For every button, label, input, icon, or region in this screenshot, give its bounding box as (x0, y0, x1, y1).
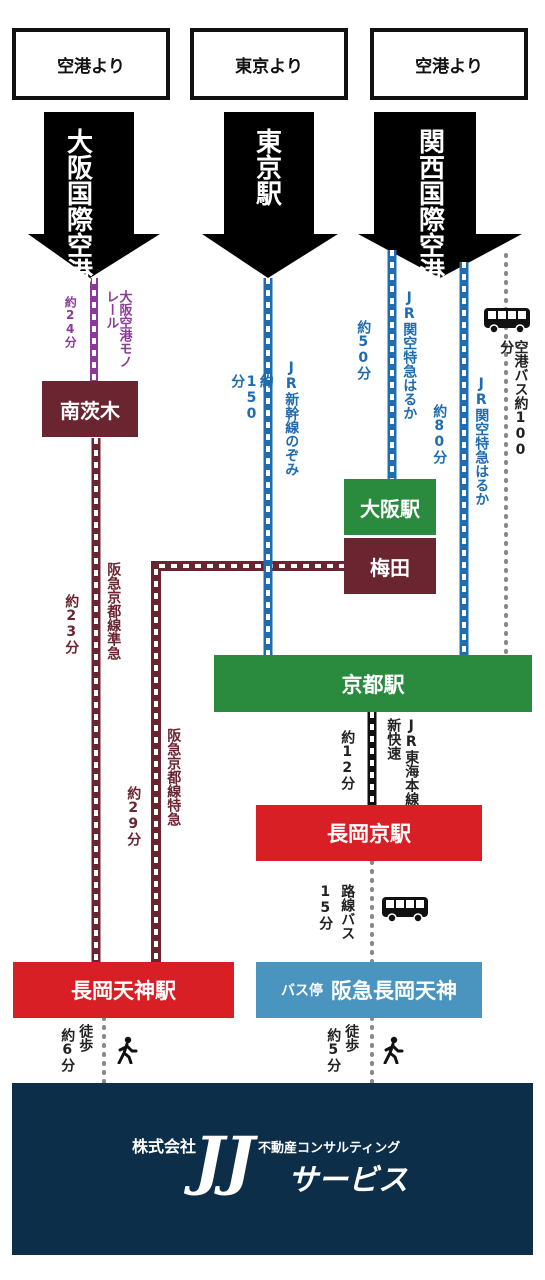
jr-tokaido-type-label: 新快速 (385, 718, 402, 760)
hankyu-tokkyu-line-label: 阪急京都線特急 (165, 728, 182, 826)
monorail-line-label: 大阪空港モノレール (103, 290, 132, 368)
arrow-label-osaka-airport: 大阪国際空港 (62, 128, 93, 284)
arrow-osaka-airport (28, 112, 160, 278)
arrow-tokyo-station (202, 112, 338, 278)
monorail-time-label: 約24分 (63, 296, 78, 348)
jr-tokaido-line-label: JR東海本線 (403, 718, 420, 806)
haruka-2-time-label: 約80分 (431, 404, 448, 464)
haruka-1-line-label: JR関空特急はるか (401, 290, 418, 420)
walk-left-label: 徒歩 (77, 1024, 94, 1052)
origin-box-center: 東京より (190, 28, 348, 100)
arrow-kansai-airport (358, 112, 522, 278)
company-business: 不動産コンサルティング (258, 1141, 401, 1156)
jr-tokaido-time-label: 約12分 (339, 730, 356, 790)
hankyu-tokkyu-time-label: 約29分 (125, 786, 142, 846)
haruka-1-time-label: 約50分 (355, 320, 372, 380)
route-bus-time-label: 15分 (317, 884, 334, 930)
bus-stop-name: 阪急長岡天神 (331, 979, 457, 1003)
station-umeda: 梅田 (344, 538, 436, 594)
arrow-label-tokyo-station: 東京駅 (251, 128, 282, 206)
walking-person-icon (383, 1036, 404, 1064)
company-footer: 株式会社 JJ 不動産コンサルティング サービス (12, 1083, 533, 1255)
hankyu-junkyu-time-label: 約23分 (63, 594, 80, 654)
bus-stop-prefix: バス停 (281, 983, 323, 999)
station-osaka: 大阪駅 (344, 479, 436, 535)
route-bus-label: 路線バス (339, 884, 356, 940)
company-prefix: 株式会社 (132, 1137, 197, 1156)
airport-bus-label: 空港バス約100分 (498, 340, 529, 458)
haruka-2-line-label: JR関空特急はるか (473, 376, 490, 506)
walk-right-time-label: 約5分 (325, 1028, 342, 1072)
bus-stop-hankyu-nagaoka-tenjin: バス停 阪急長岡天神 (256, 962, 482, 1018)
shinkansen-line-label: JR新幹線のぞみ (283, 360, 300, 476)
origin-box-left: 空港より (12, 28, 170, 100)
bus-icon (382, 897, 428, 923)
arrow-label-kansai-airport: 関西国際空港 (414, 128, 445, 284)
origin-box-right: 空港より (370, 28, 528, 100)
station-kyoto: 京都駅 (214, 655, 532, 712)
hankyu-junkyu-line-label: 阪急京都線準急 (105, 562, 122, 660)
station-nagaokakyo: 長岡京駅 (256, 805, 482, 861)
shinkansen-time-label: 約150分 (229, 374, 274, 422)
station-minami-ibaraki: 南茨木 (42, 381, 138, 437)
company-name: サービス (288, 1163, 408, 1198)
walk-left-time-label: 約6分 (59, 1028, 76, 1072)
walk-right-label: 徒歩 (343, 1024, 360, 1052)
walking-person-icon (117, 1036, 138, 1064)
bus-icon (484, 308, 530, 334)
station-nagaoka-tenjin: 長岡天神駅 (13, 962, 234, 1018)
company-logo-mark: JJ (194, 1123, 255, 1198)
